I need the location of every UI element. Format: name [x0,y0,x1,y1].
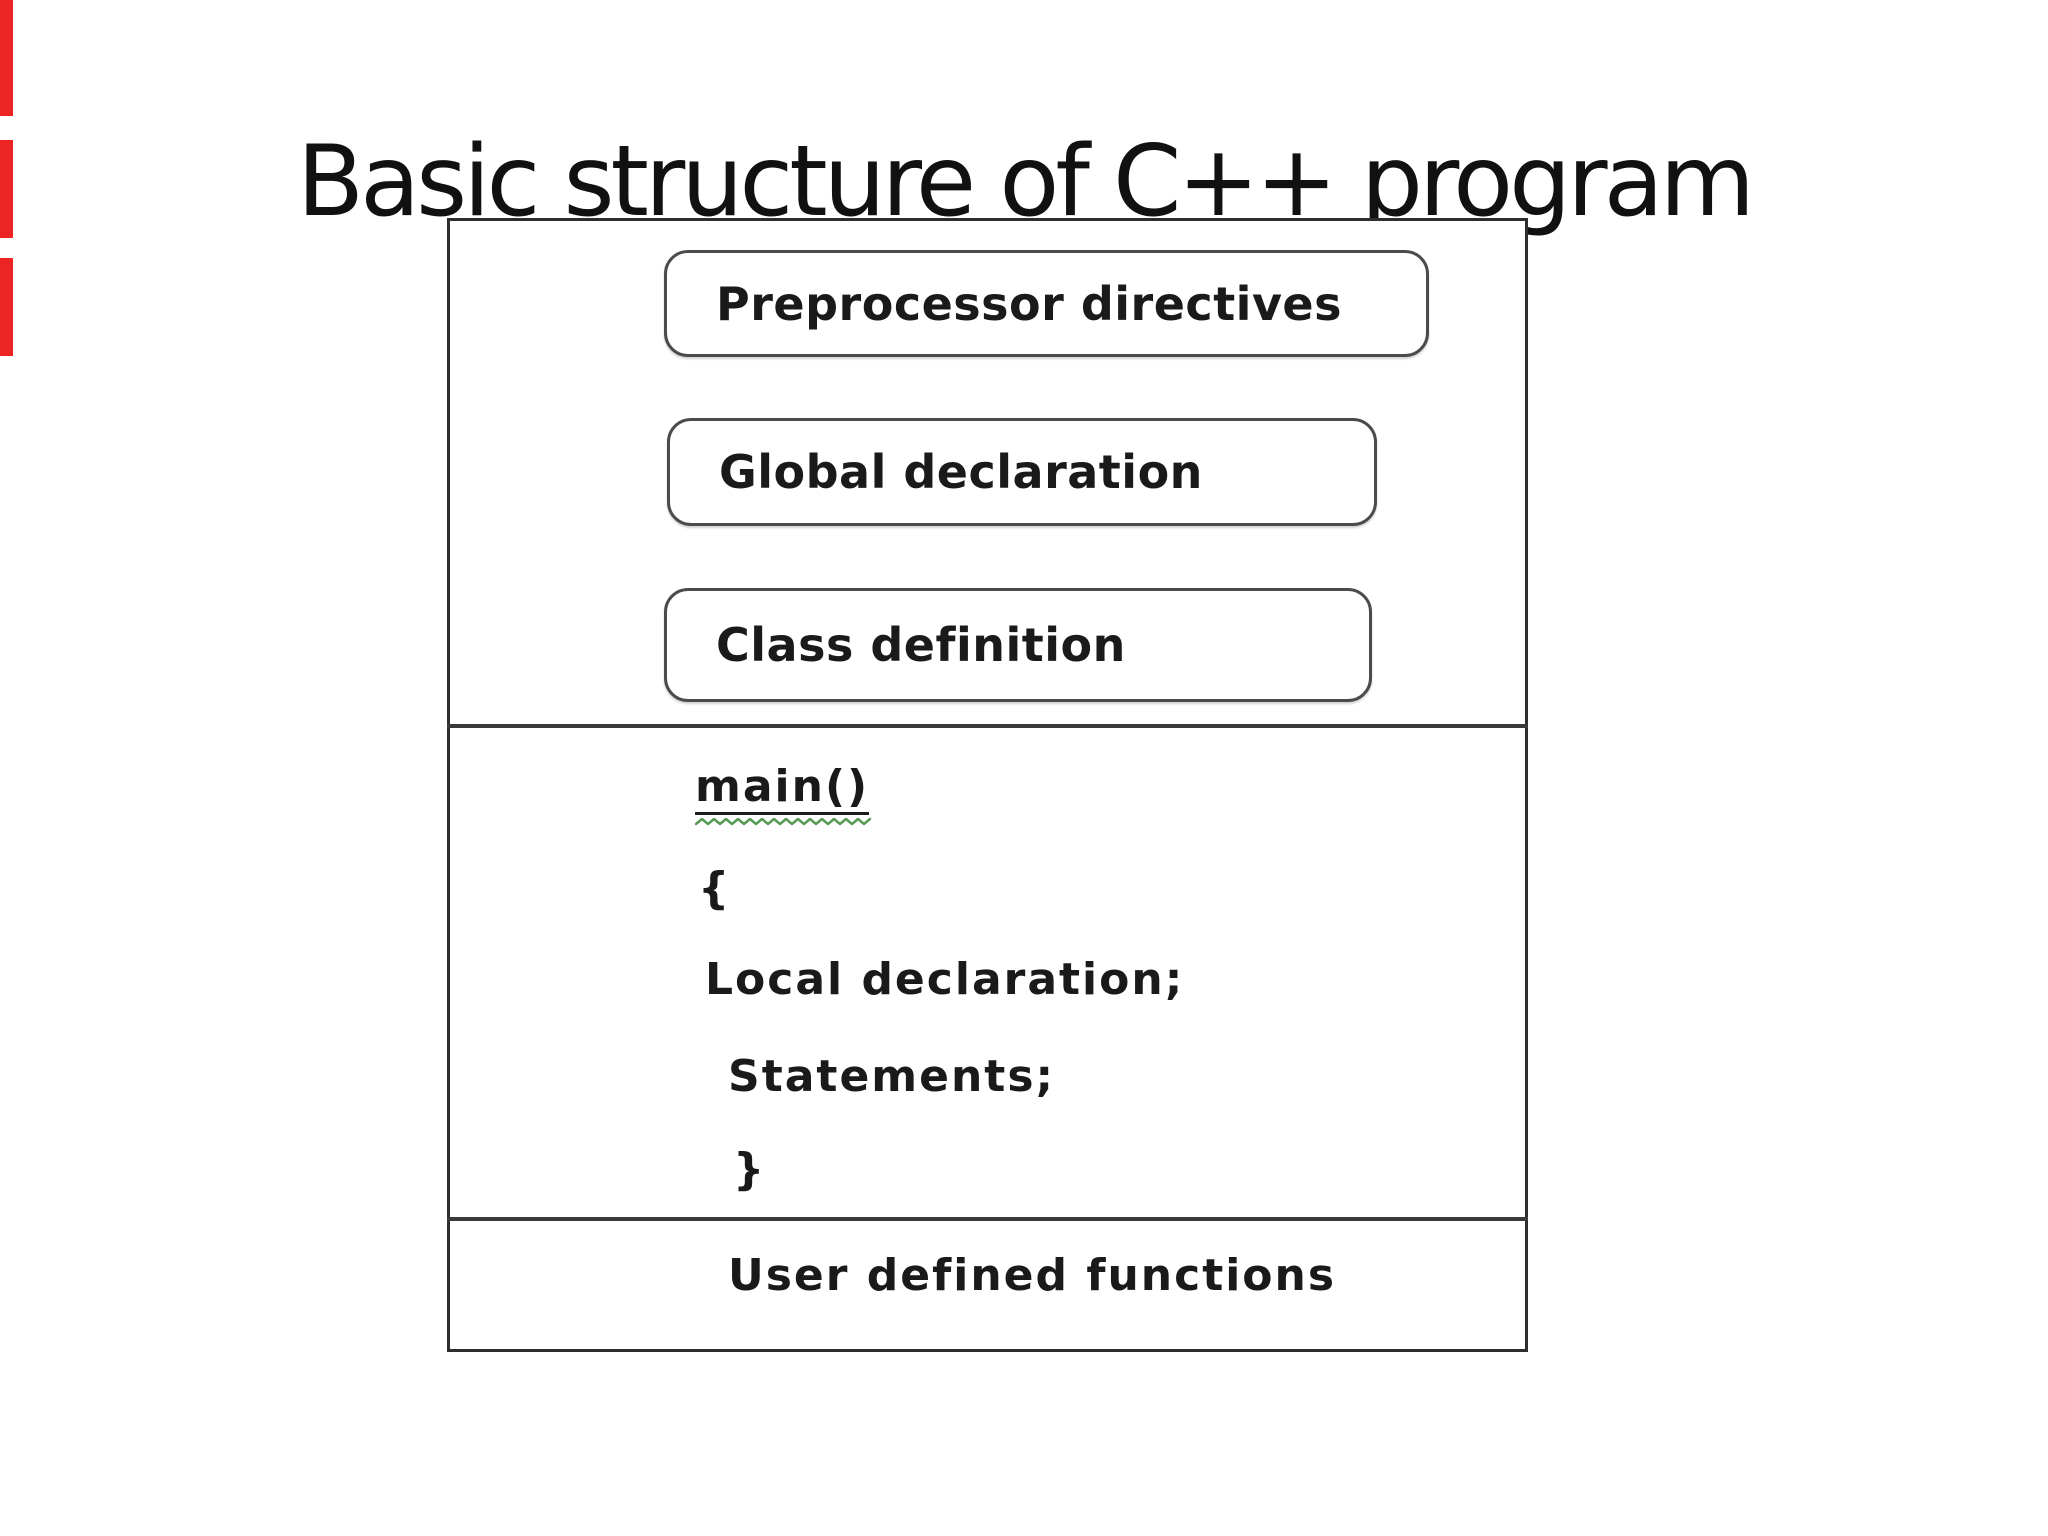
section-divider-top [447,724,1528,728]
global-declaration-label: Global declaration [719,445,1203,499]
squiggle-underline-icon [695,818,872,826]
statements-line: Statements; [728,1051,1056,1102]
main-function-name: main() [695,762,870,816]
local-declaration-line: Local declaration; [705,954,1185,1005]
red-marker-bar [0,140,13,238]
open-brace-line: { [698,863,732,914]
user-defined-functions-label: User defined functions [728,1250,1337,1301]
program-structure-diagram: Preprocessor directives Global declarati… [447,218,1528,1352]
class-definition-box: Class definition [664,588,1372,702]
red-marker-bar [0,0,13,116]
global-declaration-box: Global declaration [667,418,1377,526]
section-divider-bottom [447,1217,1528,1221]
close-brace-line: } [733,1144,767,1195]
preprocessor-directives-box: Preprocessor directives [664,250,1429,357]
main-function-line: main() [695,762,873,827]
preprocessor-directives-label: Preprocessor directives [716,276,1343,331]
class-definition-label: Class definition [716,618,1126,672]
red-marker-bar [0,258,13,356]
